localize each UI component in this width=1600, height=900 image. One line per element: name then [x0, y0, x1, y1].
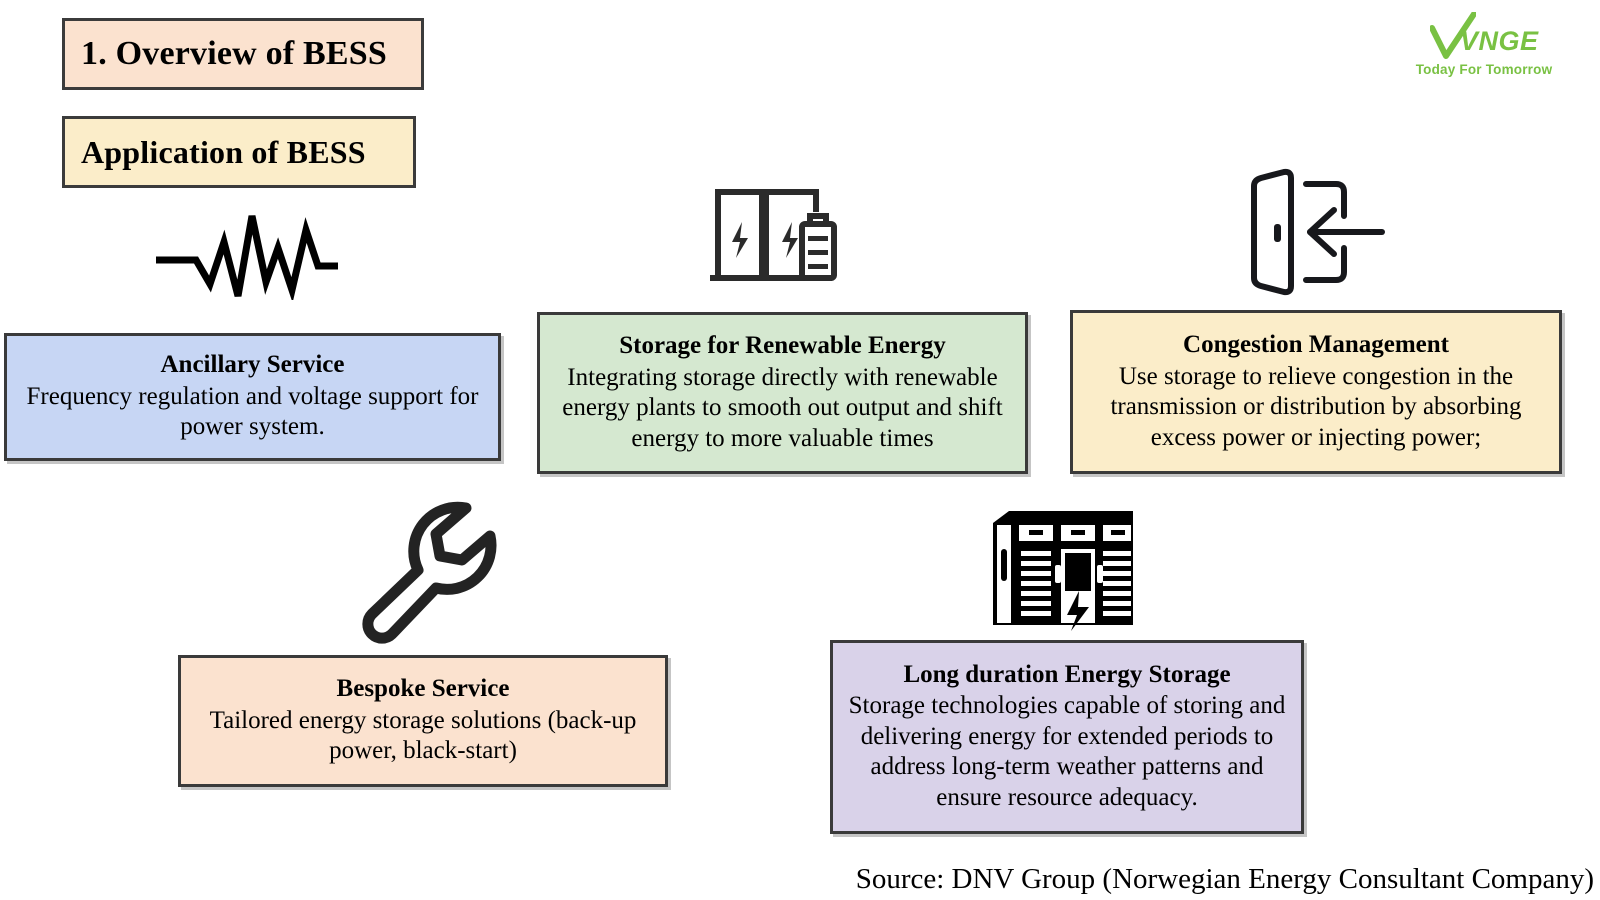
- source-note: Source: DNV Group (Norwegian Energy Cons…: [855, 863, 1594, 896]
- logo-wordmark: VNGE: [1460, 26, 1539, 56]
- logo-mark: VNGE: [1394, 11, 1574, 60]
- card-body: Use storage to relieve congestion in the…: [1110, 362, 1522, 451]
- door-enter-icon: [1240, 168, 1386, 301]
- company-logo: VNGE Today For Tomorrow: [1394, 11, 1574, 90]
- card-bespoke-service: Bespoke Service Tailored energy storage …: [178, 655, 668, 787]
- card-congestion-management: Congestion Management Use storage to rel…: [1070, 310, 1562, 474]
- logo-tagline: Today For Tomorrow: [1415, 62, 1553, 77]
- card-title: Storage for Renewable Energy: [619, 332, 946, 359]
- waveform-icon: [152, 208, 342, 305]
- checkmark-icon: [1429, 11, 1477, 79]
- card-storage-for-renewable-energy: Storage for Renewable Energy Integrating…: [537, 312, 1028, 474]
- card-title: Ancillary Service: [160, 351, 345, 379]
- card-body: Integrating storage directly with renewa…: [562, 363, 1003, 452]
- subsection-title-text: Application of BESS: [81, 133, 366, 170]
- section-title-text: 1. Overview of BESS: [81, 35, 388, 72]
- card-title: Congestion Management: [1183, 331, 1449, 358]
- battery-cabinet-icon: [975, 503, 1135, 636]
- subsection-title-box: Application of BESS: [62, 116, 416, 188]
- section-title-box: 1. Overview of BESS: [62, 18, 424, 90]
- card-body: Storage technologies capable of storing …: [848, 692, 1286, 811]
- card-body: Frequency regulation and voltage support…: [26, 382, 479, 441]
- card-body: Tailored energy storage solutions (back-…: [209, 706, 637, 765]
- battery-rack-icon: [706, 178, 846, 295]
- wrench-icon: [348, 498, 500, 651]
- card-title: Long duration Energy Storage: [903, 660, 1231, 688]
- card-title: Bespoke Service: [336, 675, 510, 703]
- card-long-duration-energy-storage: Long duration Energy Storage Storage tec…: [830, 640, 1304, 834]
- card-ancillary-service: Ancillary Service Frequency regulation a…: [4, 333, 501, 461]
